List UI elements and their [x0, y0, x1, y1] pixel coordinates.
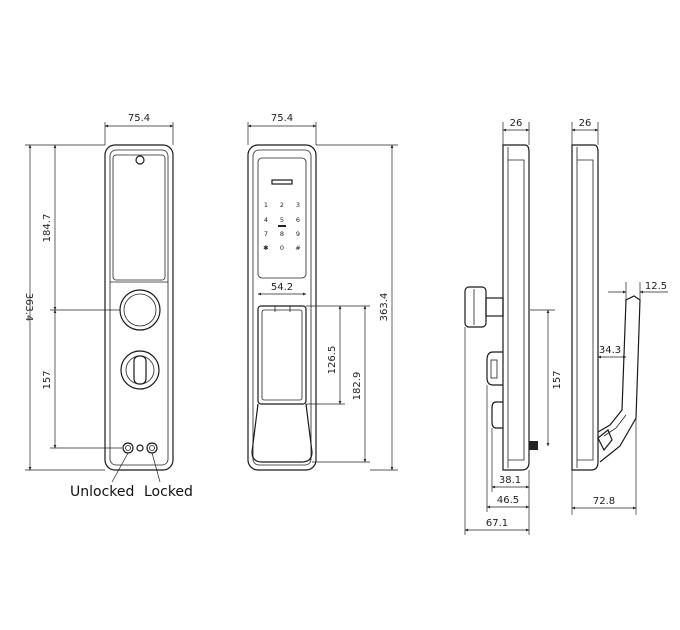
key-star[interactable]: ✱: [263, 244, 268, 252]
keypad-view: 1 2 3 4 5 6 7 8 9 ✱ 0 # 75.4 54.2: [247, 113, 398, 471]
handle-width-label: 54.2: [271, 282, 293, 293]
key-hash[interactable]: #: [295, 244, 300, 252]
handle-inner-label: 126.5: [327, 346, 338, 375]
fingerprint-knob-inner: [123, 293, 157, 327]
key-1[interactable]: 1: [264, 201, 268, 209]
side-left-label-a: 38.1: [499, 475, 521, 486]
label-unlocked: Unlocked: [70, 484, 134, 500]
center-indicator: [136, 444, 144, 452]
key-4[interactable]: 4: [264, 216, 268, 224]
handle-grip: [251, 403, 313, 463]
front-sensor-hole: [135, 155, 145, 165]
unlocked-indicator-inner: [125, 445, 131, 451]
keypad-width-label: 75.4: [271, 113, 293, 124]
front-view: Unlocked Locked 75.4 363.4 184.7 157: [23, 113, 193, 500]
fingerprint-knob: [119, 289, 161, 331]
unlocked-leader: [111, 452, 129, 483]
key-9[interactable]: 9: [296, 230, 300, 238]
thumb-turn-lever: [133, 355, 147, 385]
front-height-label: 363.4: [23, 293, 34, 322]
locked-indicator: [146, 442, 158, 454]
front-body-inner: [109, 149, 169, 466]
side-left-knob: [464, 286, 487, 328]
side-left-lower-block: [491, 401, 503, 429]
side-left-thumbturn: [486, 351, 503, 386]
key-0[interactable]: 0: [280, 244, 284, 252]
thumb-turn-outer: [120, 350, 160, 390]
front-lower-label: 157: [42, 370, 53, 389]
side-left-inner-panel: [508, 159, 525, 461]
unlocked-indicator: [122, 442, 134, 454]
keypad-height-label: 363.4: [379, 293, 390, 322]
key-5-marker: [278, 225, 286, 227]
locked-leader: [151, 452, 161, 483]
side-right-handle: [597, 295, 641, 463]
side-left-body: [502, 144, 530, 471]
side-right-top-label: 26: [579, 118, 592, 129]
front-upper-label: 184.7: [42, 214, 53, 243]
key-7[interactable]: 7: [264, 230, 268, 238]
side-right-body: [571, 144, 599, 471]
handle-outer-label: 182.9: [352, 372, 363, 401]
side-left-label-b: 46.5: [497, 495, 519, 506]
key-3[interactable]: 3: [296, 201, 300, 209]
side-right-handle-base: [597, 429, 613, 452]
side-right-tip-label: 12.5: [645, 281, 667, 292]
locked-indicator-inner: [149, 445, 155, 451]
keypad-display-slot: [271, 179, 293, 185]
keypad-body-outline: [247, 144, 317, 471]
front-width-label: 75.4: [128, 113, 150, 124]
handle-recess: [257, 305, 307, 405]
handle-recess-inner: [261, 309, 303, 401]
key-5[interactable]: 5: [280, 216, 284, 224]
side-right-inner-panel: [577, 159, 594, 461]
side-left-knob-stem: [485, 297, 504, 317]
label-locked: Locked: [144, 484, 193, 500]
side-right-depth-label: 72.8: [593, 496, 615, 507]
front-upper-panel: [112, 154, 166, 281]
key-2[interactable]: 2: [280, 201, 284, 209]
side-view-left: 26 157 38.1 46.5 67.1: [464, 118, 563, 535]
side-left-top-label: 26: [510, 118, 523, 129]
side-left-label-c: 67.1: [486, 518, 508, 529]
side-right-offset-label: 34.3: [599, 345, 621, 356]
key-6[interactable]: 6: [296, 216, 300, 224]
key-8[interactable]: 8: [280, 230, 284, 238]
side-left-thumbturn-grip: [490, 359, 498, 379]
keypad-body-inner: [252, 149, 312, 466]
keypad-screen: [257, 157, 307, 279]
front-body-outline: [104, 144, 174, 471]
keypad-keys: 1 2 3 4 5 6 7 8 9 ✱ 0 #: [263, 201, 300, 252]
side-left-spindle-label: 157: [552, 370, 563, 389]
side-view-right: 26 12.5 34.3 72.8: [571, 118, 668, 515]
side-left-spindle: [529, 441, 538, 450]
side-right-handle-inner: [603, 414, 627, 437]
